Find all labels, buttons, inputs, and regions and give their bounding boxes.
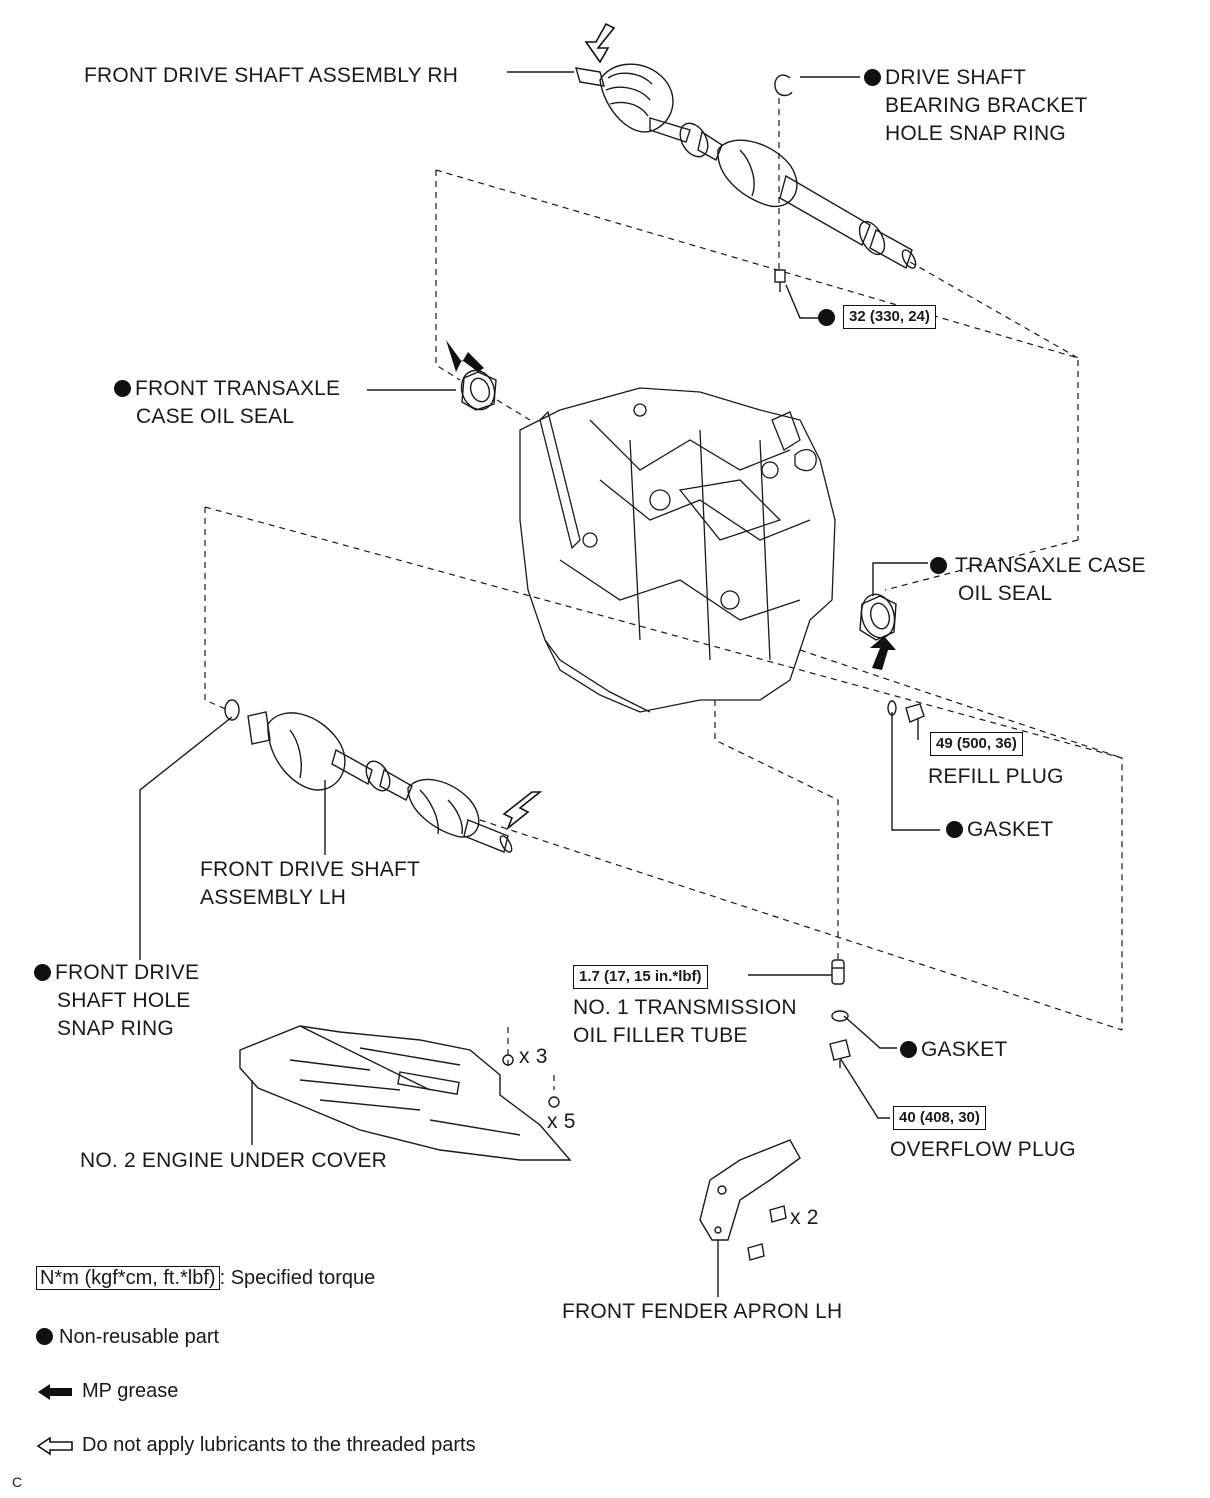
legend-non-reusable: Non-reusable part bbox=[36, 1323, 219, 1351]
label-hole-snap-ring-3: SNAP RING bbox=[57, 1017, 174, 1040]
label-under-cover: NO. 2 ENGINE UNDER COVER bbox=[80, 1149, 388, 1172]
label-fender-apron: FRONT FENDER APRON LH bbox=[562, 1300, 843, 1323]
label-filler-tube: NO. 1 TRANSMISSION bbox=[573, 996, 797, 1019]
mp-grease-arrow-case-seal bbox=[870, 636, 896, 670]
bracket-snap-ring bbox=[774, 74, 793, 97]
torque-box-refill-plug: 49 (500, 36) bbox=[930, 732, 1023, 756]
label-bracket-snap-ring: DRIVE SHAFT bbox=[864, 64, 1026, 92]
non-reusable-bullet-icon bbox=[946, 821, 963, 838]
non-reusable-bullet-icon bbox=[36, 1328, 53, 1345]
transaxle-case-oil-seal bbox=[859, 593, 897, 641]
legend-mp-grease: MP grease bbox=[36, 1377, 178, 1405]
label-overflow-plug: OVERFLOW PLUG bbox=[890, 1138, 1076, 1161]
label-bolt-x3: x 3 bbox=[519, 1045, 548, 1068]
label-refill-plug: REFILL PLUG bbox=[928, 765, 1064, 788]
bracket-bolt bbox=[774, 269, 786, 292]
label-bracket-snap-ring-3: HOLE SNAP RING bbox=[885, 122, 1066, 145]
torque-box-bracket-bolt: 32 (330, 24) bbox=[843, 305, 936, 329]
front-drive-shaft-lh bbox=[224, 699, 513, 853]
hole-snap-ring bbox=[224, 699, 240, 721]
legend-torque-desc: : Specified torque bbox=[219, 1267, 376, 1289]
non-reusable-bullet-icon bbox=[34, 964, 51, 981]
legend-torque: N*m (kgf*cm, ft.*lbf): Specified torque bbox=[36, 1264, 375, 1292]
non-reusable-bullet-icon bbox=[900, 1041, 917, 1058]
label-bracket-snap-ring-2: BEARING BRACKET bbox=[885, 94, 1088, 117]
legend-torque-box: N*m (kgf*cm, ft.*lbf) bbox=[36, 1266, 220, 1290]
label-front-seal-2: CASE OIL SEAL bbox=[136, 405, 295, 428]
torque-box-filler-tube: 1.7 (17, 15 in.*lbf) bbox=[573, 965, 708, 989]
legend-no-lubricant: Do not apply lubricants to the threaded … bbox=[36, 1431, 476, 1459]
non-reusable-bullet-icon bbox=[818, 309, 835, 326]
label-gasket-lower: GASKET bbox=[900, 1036, 1007, 1064]
torque-box-overflow-plug: 40 (408, 30) bbox=[893, 1106, 986, 1130]
cover-bolts bbox=[502, 1054, 560, 1108]
non-reusable-bullet-icon bbox=[114, 380, 131, 397]
fender-apron bbox=[699, 1139, 801, 1261]
label-bolt-x2: x 2 bbox=[790, 1206, 819, 1229]
label-hole-snap-ring: FRONT DRIVE bbox=[34, 959, 199, 987]
label-front-seal: FRONT TRANSAXLE bbox=[114, 375, 340, 403]
label-lh-shaft-2: ASSEMBLY LH bbox=[200, 886, 347, 909]
no-lubricant-arrow-icon bbox=[36, 1436, 73, 1456]
front-drive-shaft-rh bbox=[575, 63, 917, 270]
refill-plug bbox=[905, 703, 925, 723]
torque-bracket-bolt bbox=[818, 304, 839, 332]
refill-gasket bbox=[887, 700, 897, 716]
label-lh-shaft: FRONT DRIVE SHAFT bbox=[200, 858, 421, 881]
label-hole-snap-ring-2: SHAFT HOLE bbox=[57, 989, 191, 1012]
label-rh-shaft: FRONT DRIVE SHAFT ASSEMBLY RH bbox=[84, 64, 459, 87]
label-filler-tube-2: OIL FILLER TUBE bbox=[573, 1024, 748, 1047]
label-gasket-upper: GASKET bbox=[946, 816, 1053, 844]
transaxle-assembly bbox=[519, 387, 836, 713]
no-lubricant-arrow-rh bbox=[584, 22, 616, 64]
label-bolt-x5: x 5 bbox=[547, 1110, 576, 1133]
no-lubricant-arrow-lh bbox=[502, 791, 543, 831]
mp-grease-arrow-front-seal bbox=[446, 340, 484, 372]
oil-filler-tube bbox=[831, 959, 845, 985]
corner-code: C bbox=[12, 1474, 23, 1490]
label-case-seal-2: OIL SEAL bbox=[958, 582, 1053, 605]
leader-lines bbox=[139, 71, 940, 1297]
non-reusable-bullet-icon bbox=[930, 557, 947, 574]
overflow-plug bbox=[829, 1039, 851, 1068]
non-reusable-bullet-icon bbox=[864, 69, 881, 86]
front-transaxle-case-oil-seal bbox=[460, 369, 497, 411]
engine-under-cover bbox=[239, 1025, 572, 1161]
filler-gasket bbox=[831, 1010, 849, 1022]
alignment-lines bbox=[204, 98, 1123, 1090]
mp-grease-arrow-icon bbox=[38, 1383, 72, 1400]
label-case-seal: TRANSAXLE CASE bbox=[930, 552, 1146, 580]
